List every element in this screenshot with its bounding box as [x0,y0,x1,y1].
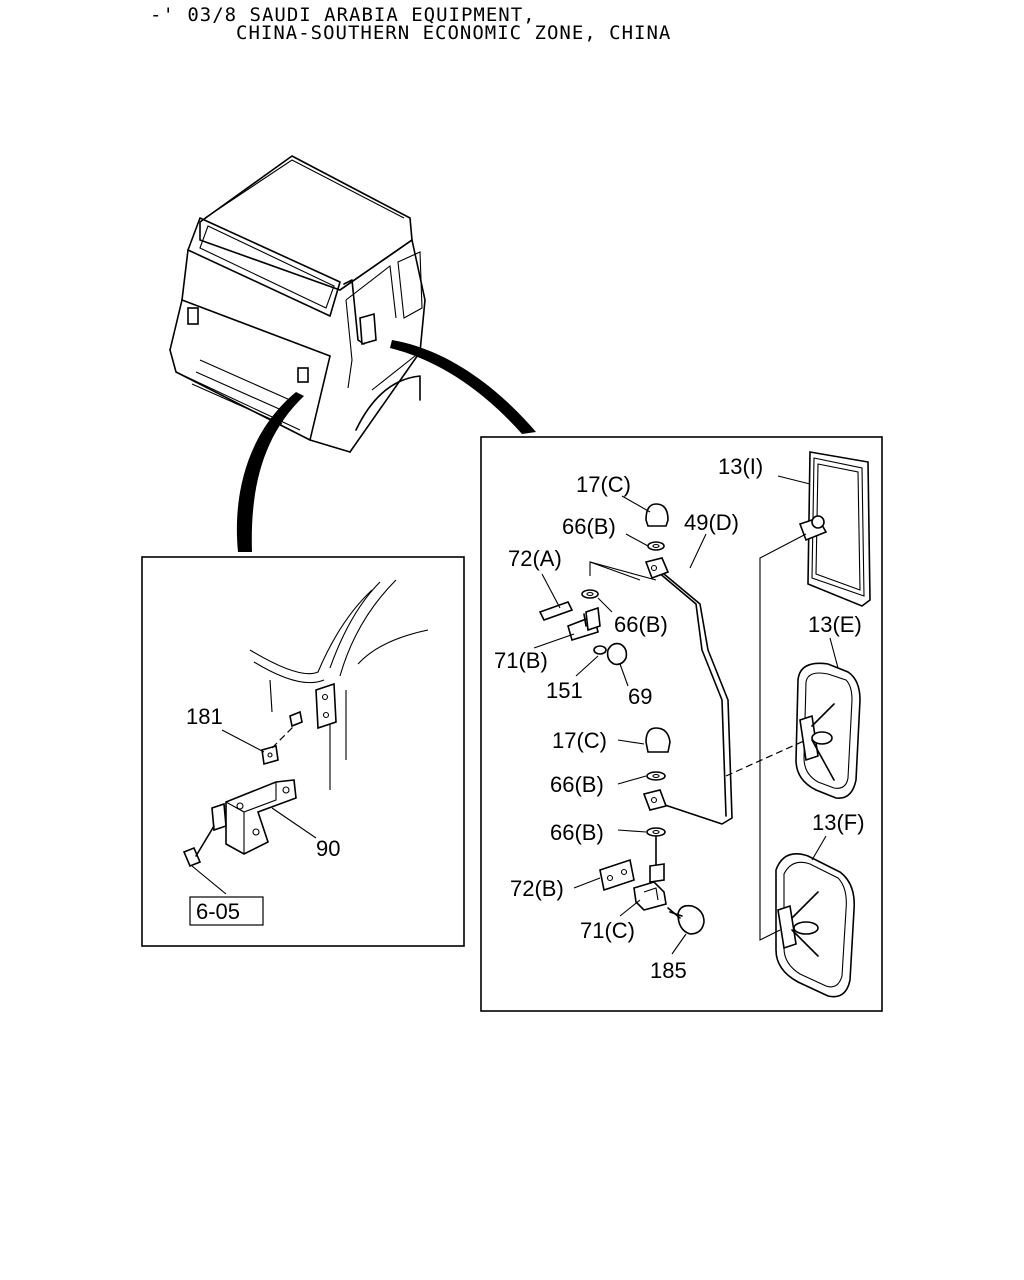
label-17c-mid: 17(C) [552,728,607,753]
label-151: 151 [546,678,583,703]
label-13e: 13(E) [808,612,862,637]
right-detail-box [480,436,883,1012]
label-72b: 72(B) [510,876,564,901]
label-181: 181 [186,704,223,729]
ref-6-05: 6-05 [196,899,240,924]
callout-curve-left [236,392,304,552]
label-71b: 71(B) [494,648,548,673]
header-line-1: -' 03/8 SAUDI ARABIA EQUIPMENT, [150,4,536,26]
mirror-stay-assembly [538,503,733,935]
label-66b-2: 66(B) [614,612,668,637]
truck-cab-illustration [169,155,426,453]
label-66b-1: 66(B) [562,514,616,539]
label-185: 185 [650,958,687,983]
label-17c-top: 17(C) [576,472,631,497]
label-66b-4: 66(B) [550,820,604,845]
label-69: 69 [628,684,652,709]
mirror-13i [798,451,871,607]
line-13i-to-13f [759,533,807,941]
header-line-2: CHINA-SOUTHERN ECONOMIC ZONE, CHINA [236,22,672,44]
label-13i: 13(I) [718,454,763,479]
callout-curve-right [390,340,536,434]
label-90: 90 [316,836,340,861]
left-detail-bracket-assembly [182,579,429,868]
label-49d: 49(D) [684,510,739,535]
mirror-13e [795,662,861,799]
label-72a: 72(A) [508,546,562,571]
label-66b-3: 66(B) [550,772,604,797]
label-13f: 13(F) [812,810,865,835]
ref-6-05-box [189,896,264,926]
label-71c: 71(C) [580,918,635,943]
line-stay-to-13e [725,739,807,777]
mirror-13f [775,853,856,998]
left-detail-box [141,556,465,947]
